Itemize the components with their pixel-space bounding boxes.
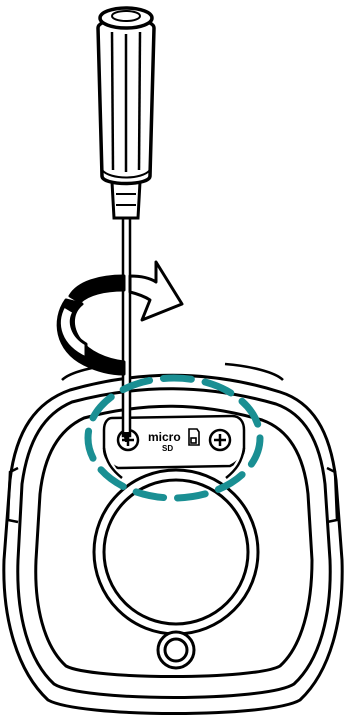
microsd-text: micro [148, 430, 181, 444]
microsd-card-icon [188, 428, 200, 446]
rotate-arrow-icon [56, 260, 184, 376]
screwdriver-tip [123, 432, 130, 442]
lens [92, 468, 260, 636]
cover-plate [102, 414, 246, 479]
screwdriver-shaft [121, 212, 132, 438]
microsd-subtext: SD [162, 444, 173, 453]
screw-right-icon [208, 428, 232, 452]
highlight-circle [84, 374, 264, 502]
screwdriver-icon [96, 6, 156, 442]
bottom-sensor [156, 630, 196, 670]
microsd-label: micro SD [148, 428, 200, 453]
